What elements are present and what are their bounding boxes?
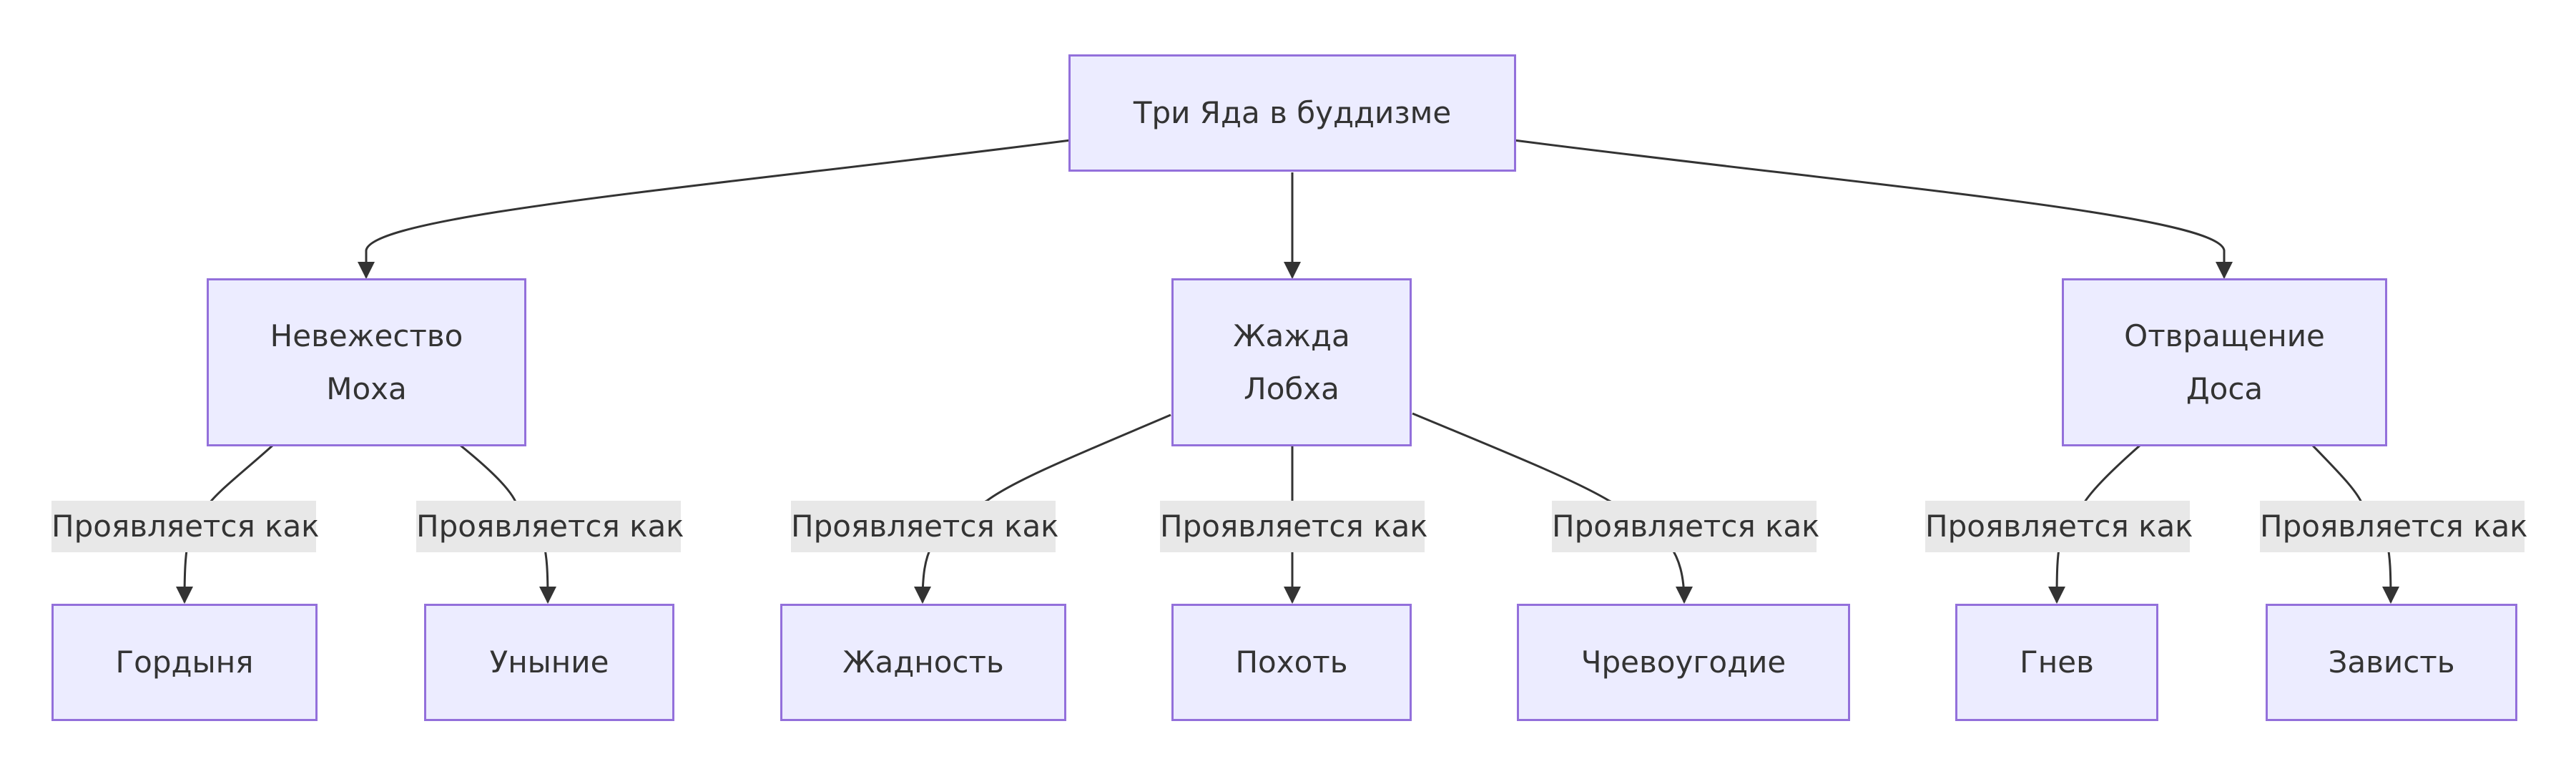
node-craving-name: Жажда: [1233, 318, 1350, 353]
node-ignorance-name: Невежество: [270, 318, 463, 353]
edge-craving-gluttony: [1412, 412, 1693, 604]
edge-label-envy: Проявляется как: [2260, 501, 2528, 552]
edge-craving-greed: [914, 413, 1171, 604]
edge-label-anger: Проявляется как: [1925, 501, 2193, 552]
node-aversion: Отвращение Доса: [2062, 278, 2387, 446]
node-anger-label: Гнев: [2020, 645, 2094, 680]
node-lust: Похоть: [1171, 604, 1412, 721]
edge-root-ignorance: [358, 139, 1071, 279]
edge-root-aversion: [1513, 139, 2233, 279]
node-root: Три Яда в буддизме: [1068, 54, 1516, 172]
node-gluttony: Чревоугодие: [1517, 604, 1850, 721]
edge-label-gluttony: Проявляется как: [1552, 501, 1820, 552]
node-envy-label: Зависть: [2328, 645, 2455, 680]
node-pride: Гордыня: [51, 604, 318, 721]
node-lust-label: Похоть: [1235, 645, 1348, 680]
node-ignorance: Невежество Моха: [207, 278, 526, 446]
edge-label-despondency: Проявляется как: [416, 501, 684, 552]
node-greed-label: Жадность: [842, 645, 1004, 680]
node-root-label: Три Яда в буддизме: [1133, 95, 1452, 130]
edge-label-pride: Проявляется как: [51, 501, 320, 552]
node-envy: Зависть: [2266, 604, 2517, 721]
node-despondency: Уныние: [424, 604, 674, 721]
node-anger: Гнев: [1955, 604, 2158, 721]
edge-label-lust: Проявляется как: [1160, 501, 1428, 552]
node-gluttony-label: Чревоугодие: [1580, 645, 1786, 680]
node-ignorance-pali: Моха: [326, 371, 407, 406]
node-aversion-name: Отвращение: [2124, 318, 2325, 353]
edge-label-greed: Проявляется как: [791, 501, 1059, 552]
node-despondency-label: Уныние: [489, 645, 609, 680]
node-craving: Жажда Лобха: [1171, 278, 1412, 446]
node-craving-pali: Лобха: [1244, 371, 1339, 406]
node-aversion-pali: Доса: [2186, 371, 2263, 406]
node-greed: Жадность: [780, 604, 1066, 721]
node-pride-label: Гордыня: [115, 645, 254, 680]
